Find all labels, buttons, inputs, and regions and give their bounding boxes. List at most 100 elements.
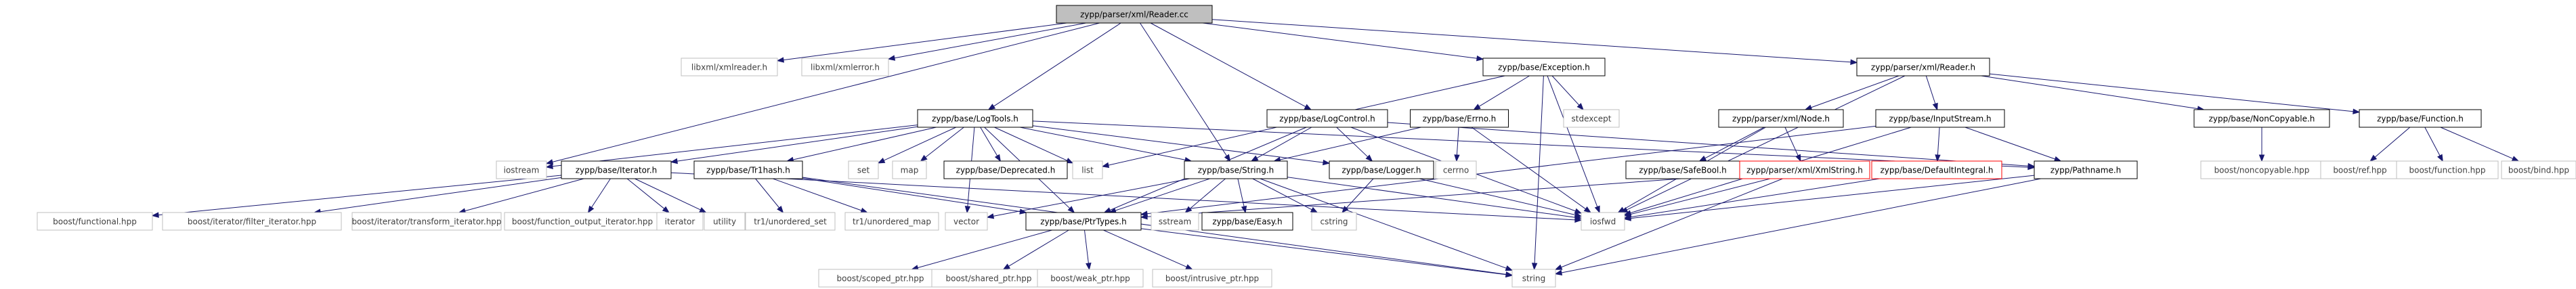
node-box (2396, 160, 2499, 179)
node-label: boost/function_output_iterator.hpp (512, 217, 653, 227)
node-label: boost/iterator/filter_iterator.hpp (188, 217, 316, 227)
edge-logtools_h-to-iostream (545, 125, 918, 169)
edge-line (1150, 22, 1306, 108)
edge-errno_h-to-iosfwd (1471, 127, 1592, 213)
edge-arrowhead (587, 205, 595, 214)
node-label: libxml/xmlreader.h (691, 63, 767, 72)
node-label: tr1/unordered_map (853, 217, 931, 227)
node-box (1072, 160, 1103, 179)
edge-line (1032, 120, 2029, 168)
node-label: string (1522, 274, 1545, 284)
edge-logtools_h-to-tr1hash_h (786, 127, 937, 163)
edge-line (1626, 75, 1906, 210)
node-zypp-base-tr1hash-h[interactable]: zypp/base/Tr1hash.h (693, 160, 803, 179)
node-zypp-base-noncopyable-h[interactable]: zypp/base/NonCopyable.h (2193, 109, 2330, 128)
node-box (351, 212, 502, 231)
edge-tr1hash_h-to-tr1_unordered_map (773, 178, 868, 213)
node-label: boost/bind.hpp (2508, 166, 2569, 175)
node-label: zypp/base/InputStream.h (1889, 114, 1991, 124)
edge-logtools_h-to-iterator_h (670, 126, 918, 164)
node-zypp-base-logcontrol-h[interactable]: zypp/base/LogControl.h (1266, 109, 1388, 128)
node-box (1152, 269, 1272, 288)
node-zypp-base-safebool-h[interactable]: zypp/base/SafeBool.h (1625, 160, 1740, 179)
edge-arrowhead (1224, 154, 1231, 162)
node-stdexcept: stdexcept (1563, 109, 1620, 128)
node-box (2359, 109, 2482, 128)
edge-line (1925, 75, 1936, 104)
edge-arrowhead (1184, 206, 1193, 213)
edge-line (1811, 75, 1899, 108)
node-label: boost/intrusive_ptr.hpp (1165, 274, 1259, 284)
edge-arrowhead (1185, 264, 1193, 270)
edge-line (755, 178, 780, 208)
edge-arrowhead (2511, 156, 2520, 162)
node-zypp-base-defaultintegral-h[interactable]: zypp/base/DefaultIntegral.h (1871, 160, 2002, 179)
edge-line (883, 127, 957, 161)
edge-arrowhead (1019, 208, 1027, 215)
edge-reader_cc-to-iostream (545, 22, 1100, 165)
edge-logger_h-to-iosfwd (1419, 178, 1583, 218)
node-label: zypp/base/Iterator.h (576, 166, 658, 175)
node-box (818, 269, 943, 288)
edge-iterator_h-to-utility (635, 178, 707, 213)
edge-line (1103, 229, 1187, 267)
node-zypp-base-errno-h[interactable]: zypp/base/Errno.h (1410, 109, 1509, 128)
edge-arrowhead (545, 159, 554, 165)
edge-arrowhead (662, 206, 670, 213)
node-label: zypp/base/Tr1hash.h (706, 166, 790, 175)
node-box (917, 109, 1033, 128)
node-zypp-base-ptrtypes-h[interactable]: zypp/base/PtrTypes.h (1025, 212, 1142, 231)
edge-reader_cc-to-reader_h (1211, 19, 1858, 65)
edge-noncopyable_h-to-boost_noncopyable (2258, 127, 2265, 162)
node-zypp-base-deprecated-h[interactable]: zypp/base/Deprecated.h (943, 160, 1068, 179)
node-boost-shared-ptr-hpp: boost/shared_ptr.hpp (931, 269, 1046, 288)
edge-line (635, 178, 701, 210)
node-zypp-base-logtools-h[interactable]: zypp/base/LogTools.h (917, 109, 1033, 128)
node-box (1410, 109, 1509, 128)
edge-arrowhead (1365, 154, 1373, 162)
edge-line (1704, 127, 1765, 159)
edge-arrowhead (1795, 154, 1801, 162)
node-label: boost/function.hpp (2409, 166, 2486, 175)
node-box (1056, 5, 1213, 24)
node-box (1581, 212, 1625, 231)
edges-layer (151, 19, 2520, 277)
node-zypp-pathname-h[interactable]: zypp/Pathname.h (2034, 160, 2138, 179)
edge-line (1551, 75, 1580, 106)
edge-arrowhead (1932, 102, 1938, 111)
edge-arrowhead (1935, 154, 1941, 162)
edge-exception_h-to-stdexcept (1551, 75, 1584, 111)
edge-arrowhead (1310, 206, 1318, 213)
edge-line (1419, 178, 1576, 215)
node-label: cerrno (1443, 166, 1469, 175)
node-box (704, 212, 746, 231)
node-zypp-parser-xml-reader-cc[interactable]: zypp/parser/xml/Reader.cc (1056, 5, 1213, 24)
node-zypp-base-string-h[interactable]: zypp/base/String.h (1184, 160, 1288, 179)
edge-logtools_h-to-logger_h (1032, 125, 1331, 166)
node-box (1151, 212, 1199, 231)
node-label: zypp/parser/xml/XmlString.h (1746, 166, 1863, 175)
edge-arrowhead (994, 154, 1002, 162)
edge-line (1115, 178, 1210, 211)
node-boost-weak-ptr-hpp: boost/weak_ptr.hpp (1037, 269, 1144, 288)
node-label: map (901, 166, 919, 175)
node-label: vector (953, 217, 979, 227)
node-label: zypp/base/Logger.h (1341, 166, 1421, 175)
node-zypp-base-inputstream-h[interactable]: zypp/base/InputStream.h (1875, 109, 2005, 128)
edge-arrowhead (777, 205, 784, 214)
node-zypp-parser-xml-node-h[interactable]: zypp/parser/xml/Node.h (1718, 109, 1844, 128)
node-zypp-base-exception-h[interactable]: zypp/base/Exception.h (1482, 58, 1606, 76)
node-label: boost/functional.hpp (53, 217, 137, 227)
node-zypp-base-logger-h[interactable]: zypp/base/Logger.h (1329, 160, 1434, 179)
node-label: zypp/Pathname.h (2051, 166, 2122, 175)
edge-line (1256, 127, 1312, 159)
node-zypp-parser-xml-xmlstring-h[interactable]: zypp/parser/xml/XmlString.h (1739, 160, 1870, 179)
edge-exception_h-to-errno_h (1473, 75, 1530, 110)
node-zypp-parser-xml-reader-h[interactable]: zypp/parser/xml/Reader.h (1856, 58, 1990, 76)
edge-string_h-to-cstring (1252, 178, 1318, 213)
node-zypp-base-iterator-h[interactable]: zypp/base/Iterator.h (561, 160, 672, 179)
node-zypp-base-easy-h[interactable]: zypp/base/Easy.h (1201, 212, 1293, 231)
node-string: string (1511, 269, 1556, 288)
edge-xmlstring_h-to-string (1554, 178, 1783, 270)
node-zypp-base-function-h[interactable]: zypp/base/Function.h (2359, 109, 2482, 128)
